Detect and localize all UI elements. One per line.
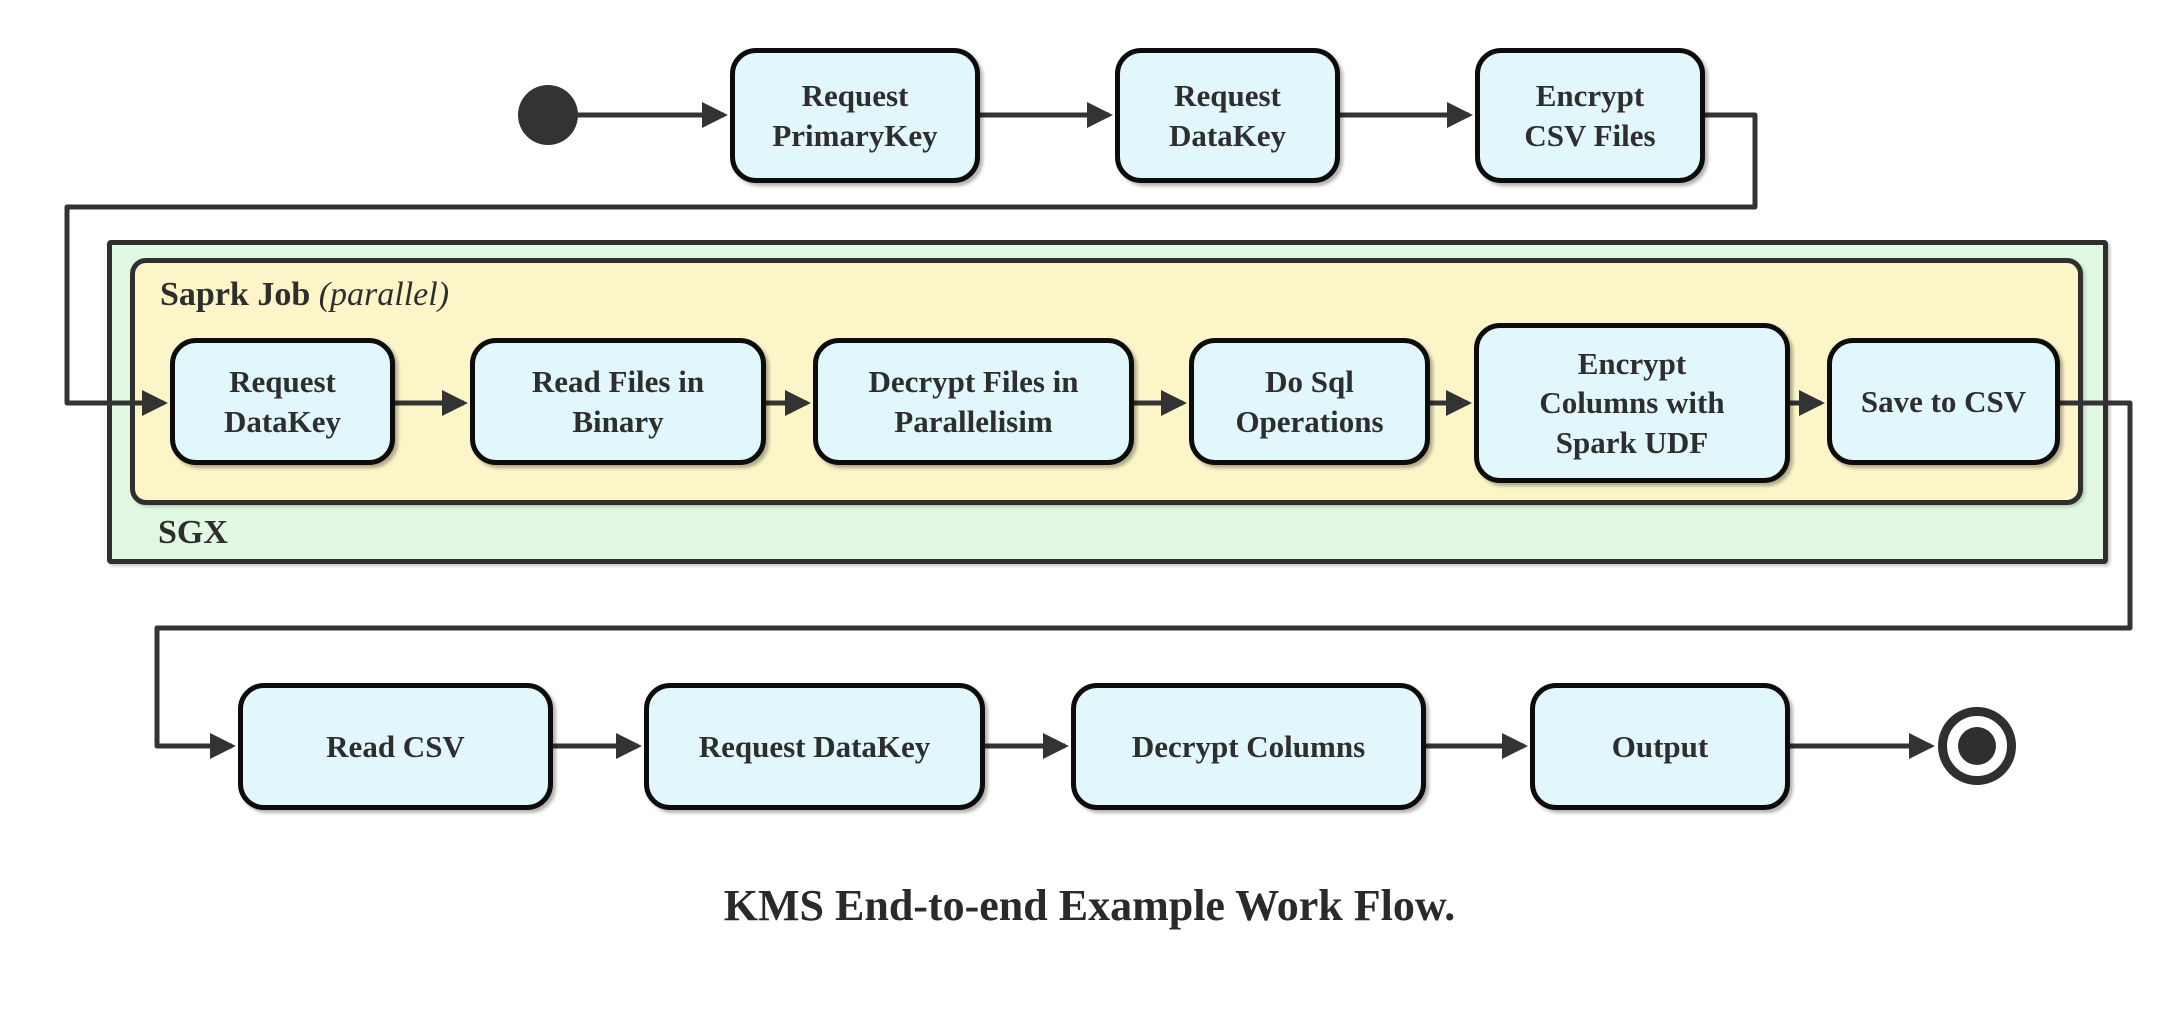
sgx-label: SGX [158, 514, 228, 551]
node-decrypt-files-in-parallelisim: Decrypt Files in Parallelisim [813, 338, 1134, 465]
final-state-icon [1938, 707, 2016, 785]
node-decrypt-columns: Decrypt Columns [1071, 683, 1426, 810]
node-do-sql-operations: Do Sql Operations [1189, 338, 1430, 465]
node-read-files-in-binary: Read Files in Binary [470, 338, 766, 465]
diagram-caption: KMS End-to-end Example Work Flow. [723, 881, 1456, 930]
initial-state-icon [518, 85, 578, 145]
final-state-inner-dot [1958, 727, 1996, 765]
spark-job-label: Saprk Job (parallel) [160, 276, 449, 314]
node-read-csv: Read CSV [238, 683, 553, 810]
node-save-to-csv: Save to CSV [1827, 338, 2060, 465]
node-request-datakey-sgx: Request DataKey [170, 338, 395, 465]
node-request-primarykey: Request PrimaryKey [730, 48, 980, 183]
node-request-datakey-top: Request DataKey [1115, 48, 1340, 183]
node-encrypt-csv-files: Encrypt CSV Files [1475, 48, 1705, 183]
node-encrypt-columns-with-spark-udf: Encrypt Columns with Spark UDF [1474, 323, 1790, 483]
node-request-datakey-bottom: Request DataKey [644, 683, 985, 810]
spark-job-parallel-annotation: (parallel) [318, 276, 450, 313]
node-output: Output [1530, 683, 1790, 810]
spark-job-title: Saprk Job [160, 276, 311, 313]
